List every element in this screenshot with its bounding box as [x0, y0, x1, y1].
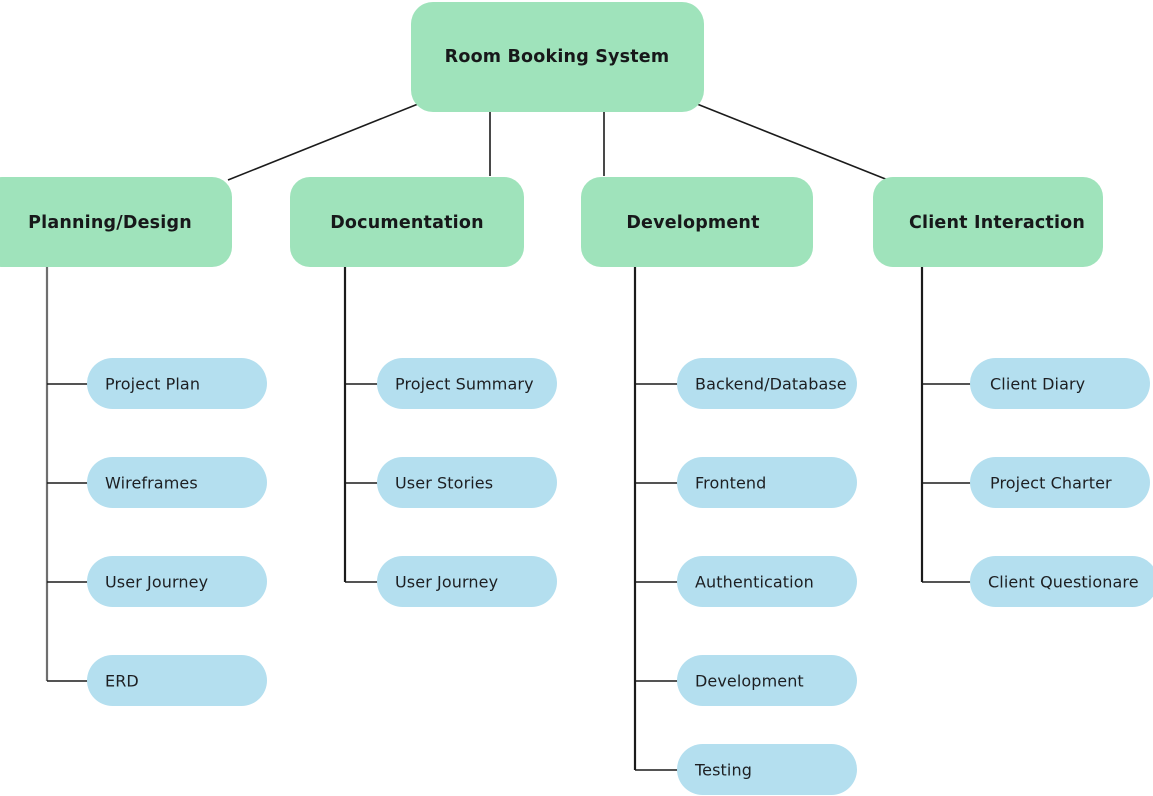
branch-stems: [45, 265, 924, 770]
node-branch-documentation[interactable]: Documentation: [290, 177, 524, 267]
leaf-label: Testing: [694, 761, 752, 780]
leaf-label: Authentication: [695, 573, 814, 592]
root-node-label: Room Booking System: [445, 47, 670, 67]
node-branch-development[interactable]: Development: [581, 177, 813, 267]
leaf-development-development[interactable]: Development: [677, 655, 857, 706]
branch-development-shape[interactable]: [581, 177, 813, 267]
leaf-documentation-user-stories[interactable]: User Stories: [377, 457, 557, 508]
link-root-to-client-interaction: [696, 103, 889, 181]
branch-documentation-label: Documentation: [330, 213, 484, 233]
branch-client-interaction-shape[interactable]: [873, 177, 1103, 267]
leaf-shape[interactable]: [377, 457, 557, 508]
leaf-label: ERD: [105, 672, 139, 691]
leaf-shape[interactable]: [970, 457, 1150, 508]
leaf-development-frontend[interactable]: Frontend: [677, 457, 857, 508]
leaf-shape[interactable]: [377, 358, 557, 409]
branch-documentation-shape[interactable]: [290, 177, 524, 267]
leaf-client-interaction-project-charter[interactable]: Project Charter: [970, 457, 1150, 508]
root-to-branch-links: [227, 103, 889, 181]
leaf-documentation-project-summary[interactable]: Project Summary: [377, 358, 557, 409]
leaf-shape[interactable]: [677, 358, 857, 409]
leaf-shape[interactable]: [677, 457, 857, 508]
leaf-label: User Journey: [105, 573, 208, 592]
leaf-shape[interactable]: [87, 655, 267, 706]
leaf-shape[interactable]: [87, 457, 267, 508]
leaf-label: Frontend: [695, 474, 766, 493]
leaf-label: Project Summary: [395, 375, 534, 394]
leaf-shape[interactable]: [970, 358, 1150, 409]
branch-planning-design-shape[interactable]: [0, 177, 232, 267]
leaf-development-backend-database[interactable]: Backend/Database: [677, 358, 857, 409]
leaf-shape[interactable]: [377, 556, 557, 607]
leaf-client-interaction-client-questionare[interactable]: Client Questionare: [970, 556, 1153, 607]
node-branch-planning-design[interactable]: Planning/Design: [0, 177, 232, 267]
leaf-shape[interactable]: [677, 556, 857, 607]
node-branch-client-interaction[interactable]: Client Interaction: [873, 177, 1103, 267]
link-root-to-planning-design: [227, 103, 419, 181]
leaf-client-interaction-client-diary[interactable]: Client Diary: [970, 358, 1150, 409]
branch-client-interaction-label: Client Interaction: [909, 213, 1085, 233]
branch-development-label: Development: [626, 213, 759, 233]
leaf-shape[interactable]: [970, 556, 1153, 607]
leaf-development-authentication[interactable]: Authentication: [677, 556, 857, 607]
leaf-planning-design-erd[interactable]: ERD: [87, 655, 267, 706]
leaf-label: User Stories: [395, 474, 493, 493]
leaf-planning-design-project-plan[interactable]: Project Plan: [87, 358, 267, 409]
leaf-shape[interactable]: [677, 655, 857, 706]
leaf-shape[interactable]: [87, 556, 267, 607]
node-root[interactable]: Room Booking System: [411, 2, 704, 112]
leaf-shape[interactable]: [677, 744, 857, 795]
leaf-development-testing[interactable]: Testing: [677, 744, 857, 795]
leaf-label: Backend/Database: [695, 375, 847, 394]
root-node-shape[interactable]: [411, 2, 704, 112]
leaf-planning-design-user-journey[interactable]: User Journey: [87, 556, 267, 607]
leaf-label: Wireframes: [105, 474, 198, 493]
leaf-label: Client Questionare: [988, 573, 1139, 592]
leaf-label: User Journey: [395, 573, 498, 592]
leaf-documentation-user-journey[interactable]: User Journey: [377, 556, 557, 607]
leaf-label: Project Plan: [105, 375, 200, 394]
leaf-planning-design-wireframes[interactable]: Wireframes: [87, 457, 267, 508]
leaf-label: Project Charter: [990, 474, 1112, 493]
leaf-label: Development: [695, 672, 804, 691]
leaf-label: Client Diary: [990, 375, 1085, 394]
branch-planning-design-label: Planning/Design: [28, 213, 192, 233]
leaf-shape[interactable]: [87, 358, 267, 409]
